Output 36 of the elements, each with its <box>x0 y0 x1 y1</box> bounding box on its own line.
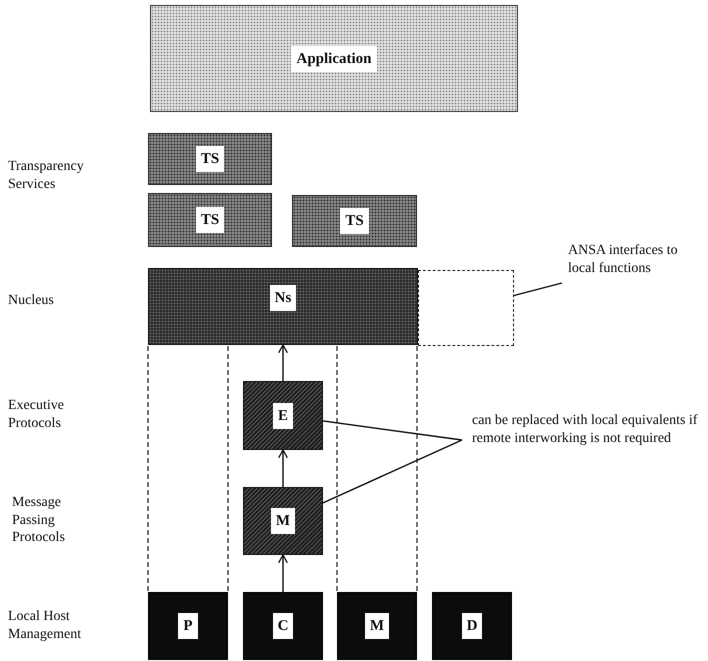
box-label: P <box>178 613 198 639</box>
box-label: TS <box>196 146 224 172</box>
box-label: M <box>364 613 390 639</box>
box-label: D <box>462 613 482 639</box>
protocol-box <box>243 381 323 450</box>
host-box <box>337 592 417 660</box>
leader-line <box>322 420 462 441</box>
arrow <box>278 449 288 487</box>
box-label: E <box>272 402 293 428</box>
arrow <box>278 554 288 592</box>
layer-label: Local Host Management <box>8 608 82 643</box>
dashed-interface-box <box>418 270 514 346</box>
layer-label: Message Passing Protocols <box>12 494 66 546</box>
layer-label: Transparency Services <box>8 158 85 193</box>
nucleus-box <box>148 268 418 345</box>
annotation-note: ANSA interfaces to local functions <box>567 242 679 277</box>
annotation-note: can be replaced with local equivalents if remote interworking is not required <box>471 412 698 447</box>
service-box <box>292 195 417 247</box>
service-box <box>148 133 272 185</box>
box-label: C <box>272 613 294 639</box>
protocol-box <box>243 487 323 555</box>
leader-line <box>322 439 462 504</box>
host-box <box>432 592 512 660</box>
arrow <box>278 344 288 381</box>
box-label: Application <box>291 46 376 72</box>
box-label: M <box>270 508 296 534</box>
host-box <box>148 592 228 660</box>
box-label: Ns <box>270 285 296 311</box>
box-label: TS <box>340 208 369 234</box>
layer-label: Nucleus <box>8 292 55 310</box>
leader-line <box>514 282 562 296</box>
host-box <box>243 592 323 660</box>
application-layer-box <box>150 5 518 112</box>
box-label: TS <box>196 207 224 233</box>
layer-label: Executive Protocols <box>8 397 65 432</box>
service-box <box>148 193 272 247</box>
